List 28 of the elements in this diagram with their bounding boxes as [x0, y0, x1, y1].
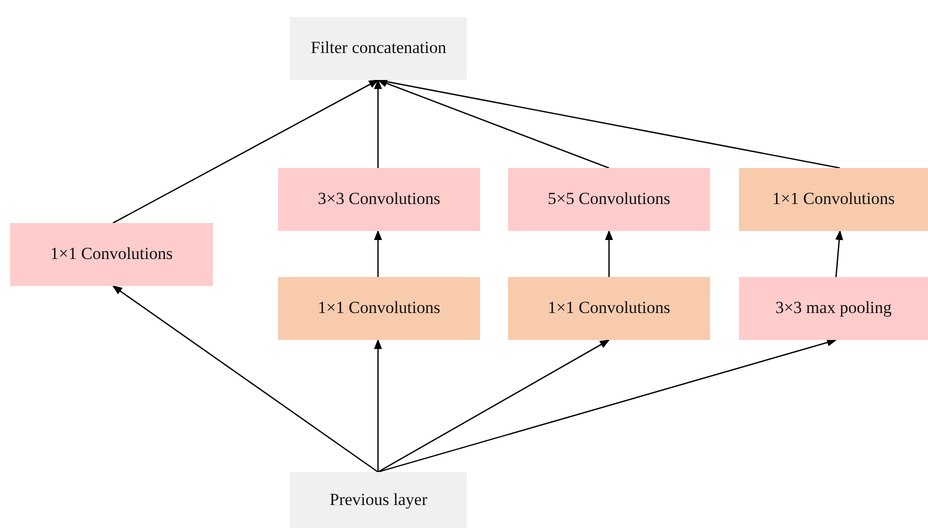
arrow — [378, 339, 610, 473]
box-label: 1×1 Convolutions — [318, 297, 440, 320]
box-label: Filter concatenation — [310, 37, 446, 60]
process-box — [278, 277, 480, 340]
process-box — [278, 168, 480, 231]
box-label: 1×1 Convolutions — [548, 297, 670, 320]
arrow — [112, 285, 378, 473]
process-box — [290, 472, 467, 528]
box-label: 5×5 Convolutions — [548, 188, 670, 210]
process-box — [739, 168, 928, 231]
arrow — [374, 230, 382, 277]
process-box — [508, 168, 710, 231]
process-box — [739, 277, 928, 340]
box-label: Previous layer — [330, 488, 428, 511]
arrow — [378, 338, 837, 473]
box-label: 3×3 max pooling — [775, 297, 892, 320]
arrow — [377, 79, 610, 169]
process-box — [508, 277, 710, 340]
process-box — [10, 223, 213, 286]
arrow — [605, 230, 613, 277]
arrow — [374, 79, 382, 168]
arrow — [112, 79, 379, 224]
box-label: 1×1 Convolutions — [50, 243, 173, 266]
arrow — [374, 339, 382, 472]
arrow — [835, 230, 844, 278]
process-box — [290, 17, 467, 80]
box-label: 3×3 Convolutions — [318, 188, 440, 210]
box-label: 1×1 Convolutions — [772, 188, 895, 210]
